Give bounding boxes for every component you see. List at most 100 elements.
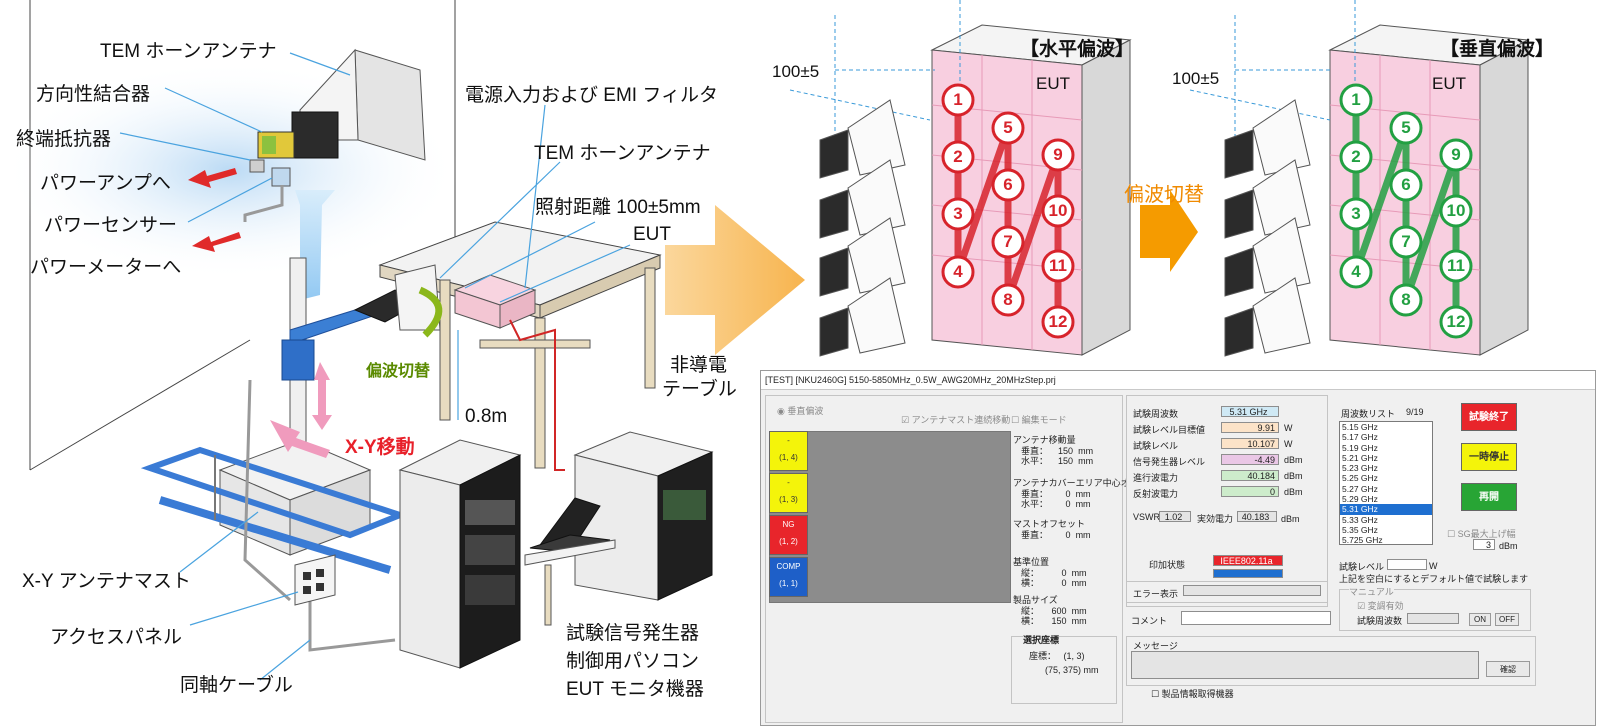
- scan-point-2: 2: [1351, 147, 1361, 166]
- sg-max-input[interactable]: 3: [1473, 539, 1495, 550]
- mast-move-checkbox[interactable]: ☑ アンテナマスト連続移動: [901, 415, 1011, 425]
- scan-point-8: 8: [1003, 290, 1013, 309]
- product-size-title: 製品サイズ: [1013, 595, 1058, 605]
- scan-point-5: 5: [1401, 118, 1411, 137]
- selected-coord-group: [1011, 636, 1117, 704]
- vertical-pol-radio[interactable]: ◉ 垂直偏波: [777, 406, 824, 416]
- equipment-rack-2: [573, 431, 714, 601]
- scan-point-10: 10: [1446, 201, 1466, 220]
- access-panel: [294, 554, 336, 606]
- vswr-field: 1.02: [1159, 511, 1191, 522]
- label-directional-coupler: 方向性結合器: [36, 84, 151, 105]
- siggen-level-field: -4.49: [1221, 454, 1279, 465]
- frequency-list-item[interactable]: 5.17 GHz: [1342, 432, 1378, 443]
- scan-point-4: 4: [953, 262, 963, 281]
- sensor-cable: [243, 185, 284, 222]
- scan-point-7: 7: [1003, 232, 1013, 251]
- scan-point-12: 12: [1446, 312, 1466, 331]
- scan-point-11: 11: [1447, 256, 1465, 275]
- sg-max-checkbox[interactable]: ☐ SG最大上げ幅: [1447, 529, 1516, 539]
- error-field: [1183, 585, 1321, 596]
- scan-point-4: 4: [1351, 262, 1361, 281]
- scan-point-6: 6: [1401, 175, 1411, 194]
- frequency-list-item[interactable]: 5.15 GHz: [1342, 422, 1378, 432]
- label-access-panel: アクセスパネル: [50, 627, 183, 648]
- room-floor-line: [29, 339, 251, 471]
- horizontal-polarization-diagram: [789, 0, 1132, 357]
- label-power-filter: 電源入力および EMI フィルタ: [465, 85, 718, 106]
- end-test-button[interactable]: 試験終了: [1461, 403, 1517, 431]
- frequency-list-item[interactable]: 5.725 GHz: [1342, 535, 1383, 545]
- comment-input[interactable]: [1181, 611, 1331, 625]
- frequency-list-item[interactable]: 5.25 GHz: [1342, 473, 1378, 484]
- mast-base: [140, 439, 409, 574]
- edit-mode-checkbox[interactable]: ☐ 編集モード: [1011, 415, 1067, 425]
- manual-freq-select[interactable]: [1407, 613, 1459, 624]
- product-info-checkbox[interactable]: ☐ 製品情報取得機器: [1151, 689, 1234, 699]
- confirm-button[interactable]: 確認: [1486, 661, 1530, 677]
- label-table-2: テーブル: [662, 379, 737, 400]
- label-height: 0.8m: [465, 406, 508, 427]
- frequency-list-item[interactable]: 5.31 GHz: [1340, 504, 1432, 515]
- v-horns: [1224, 99, 1311, 357]
- vertical-polarization-diagram: [1189, 0, 1530, 357]
- control-pc: [524, 497, 616, 626]
- test-freq-field: 5.31 GHz: [1221, 406, 1279, 417]
- modulation-checkbox[interactable]: ☑ 変調有効: [1357, 601, 1404, 611]
- label-equip-2: 制御用パソコン: [566, 651, 700, 672]
- off-button[interactable]: OFF: [1495, 613, 1519, 626]
- dim-vertical: 100±5: [1172, 69, 1220, 88]
- polarization-switch-arrow: [1140, 190, 1198, 272]
- scan-point-9: 9: [1053, 145, 1063, 164]
- top-leaders: [119, 52, 351, 223]
- coax-cable: [308, 600, 396, 652]
- label-tem-horn-top: TEM ホーンアンテナ: [100, 41, 277, 62]
- scan-point-5: 5: [1003, 118, 1013, 137]
- label-to-power-amp: パワーアンプへ: [40, 173, 171, 194]
- scan-point-12: 12: [1048, 312, 1068, 331]
- v-points: [1339, 83, 1473, 339]
- frequency-list-item[interactable]: 5.21 GHz: [1342, 452, 1378, 463]
- label-to-power-meter: パワーメーターへ: [30, 257, 182, 278]
- frequency-list-item[interactable]: 5.33 GHz: [1342, 514, 1378, 525]
- scan-point-3: 3: [1351, 204, 1361, 223]
- big-transition-arrow: [665, 205, 805, 355]
- h-horns: [819, 99, 906, 357]
- eut-cable: [509, 319, 565, 471]
- message-area: [1131, 651, 1479, 679]
- switch-label: 偏波切替: [1124, 184, 1204, 206]
- scan-point-3: 3: [953, 204, 963, 223]
- label-terminator: 終端抵抗器: [16, 129, 112, 150]
- resume-button[interactable]: 再開: [1461, 483, 1517, 511]
- frequency-list-item[interactable]: 5.19 GHz: [1342, 442, 1378, 453]
- scan-point-1: 1: [1351, 90, 1361, 109]
- frequency-list-item[interactable]: 5.35 GHz: [1342, 524, 1378, 535]
- test-level-input[interactable]: [1387, 559, 1427, 570]
- grid-cell[interactable]: COMP(1, 1): [769, 557, 808, 597]
- top-horn-antenna: [249, 48, 426, 187]
- label-pol-switch: 偏波切替: [366, 363, 431, 380]
- frequency-list-item[interactable]: 5.23 GHz: [1342, 463, 1378, 474]
- frequency-list-item[interactable]: 5.27 GHz: [1342, 483, 1378, 494]
- grid-cell[interactable]: -(1, 4): [769, 431, 808, 471]
- ref-power-field: 0: [1221, 486, 1279, 497]
- fwd-power-field: 40.184: [1221, 470, 1279, 481]
- scan-point-8: 8: [1401, 290, 1411, 309]
- scan-point-9: 9: [1451, 145, 1461, 164]
- frequency-list-item[interactable]: 5.29 GHz: [1342, 494, 1378, 505]
- equipment-rack-1: [398, 439, 522, 669]
- scan-point-6: 6: [1003, 175, 1013, 194]
- on-button[interactable]: ON: [1469, 613, 1491, 626]
- scan-point-7: 7: [1401, 232, 1411, 251]
- window-title: [TEST] [NKU2460G] 5150-5850MHz_0.5W_AWG2…: [761, 371, 1595, 390]
- title-vertical: 【垂直偏波】: [1440, 39, 1555, 60]
- grid-cell[interactable]: -(1, 3): [769, 473, 808, 513]
- grid-cell[interactable]: NG(1, 2): [769, 515, 808, 555]
- green-switch-arrow: [418, 286, 443, 338]
- scan-point-1: 1: [953, 90, 963, 109]
- label-tem-horn-mid: TEM ホーンアンテナ: [534, 143, 711, 164]
- pause-button[interactable]: 一時停止: [1461, 443, 1517, 471]
- label-distance: 照射距離 100±5mm: [535, 197, 701, 218]
- test-software-window: [TEST] [NKU2460G] 5150-5850MHz_0.5W_AWG2…: [760, 370, 1596, 726]
